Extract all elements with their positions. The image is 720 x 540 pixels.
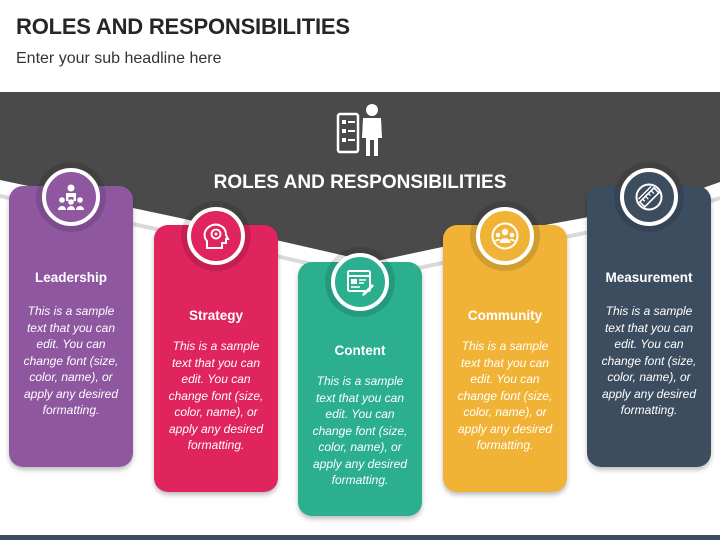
team-leader-icon (58, 184, 84, 210)
card-leadership: Leadership This is a sample text that yo… (9, 186, 133, 467)
card-text: This is a sample text that you can edit.… (601, 304, 697, 417)
card-text: This is a sample text that you can edit.… (23, 304, 119, 417)
content-edit-icon (347, 270, 374, 296)
footer-bar (0, 535, 720, 540)
card-title: Measurement (605, 270, 693, 285)
badge-strategy (187, 207, 245, 265)
community-group-icon (491, 222, 519, 250)
badge-community (476, 207, 534, 265)
badge-measurement (620, 168, 678, 226)
card-strategy: Strategy This is a sample text that you … (154, 225, 278, 492)
card-text: This is a sample text that you can edit.… (312, 374, 408, 487)
card-title: Strategy (188, 308, 244, 323)
card-content: Content This is a sample text that you c… (298, 262, 422, 516)
card-title: Leadership (34, 270, 108, 285)
page-title: ROLES AND RESPONSIBILITIES (16, 14, 350, 39)
ruler-measure-icon (635, 183, 663, 211)
card-title: Content (334, 343, 386, 358)
banner-title: ROLES AND RESPONSIBILITIES (213, 172, 507, 193)
head-brain-icon (203, 223, 230, 249)
card-measurement: Measurement This is a sample text that y… (587, 186, 711, 467)
page-subtitle: Enter your sub headline here (16, 50, 222, 67)
employee-checklist-icon (336, 104, 382, 156)
badge-leadership (42, 168, 100, 226)
card-text: This is a sample text that you can edit.… (168, 339, 264, 452)
badge-content (331, 253, 389, 311)
card-title: Community (467, 308, 543, 323)
card-community: Community This is a sample text that you… (443, 225, 567, 492)
card-text: This is a sample text that you can edit.… (457, 339, 553, 452)
